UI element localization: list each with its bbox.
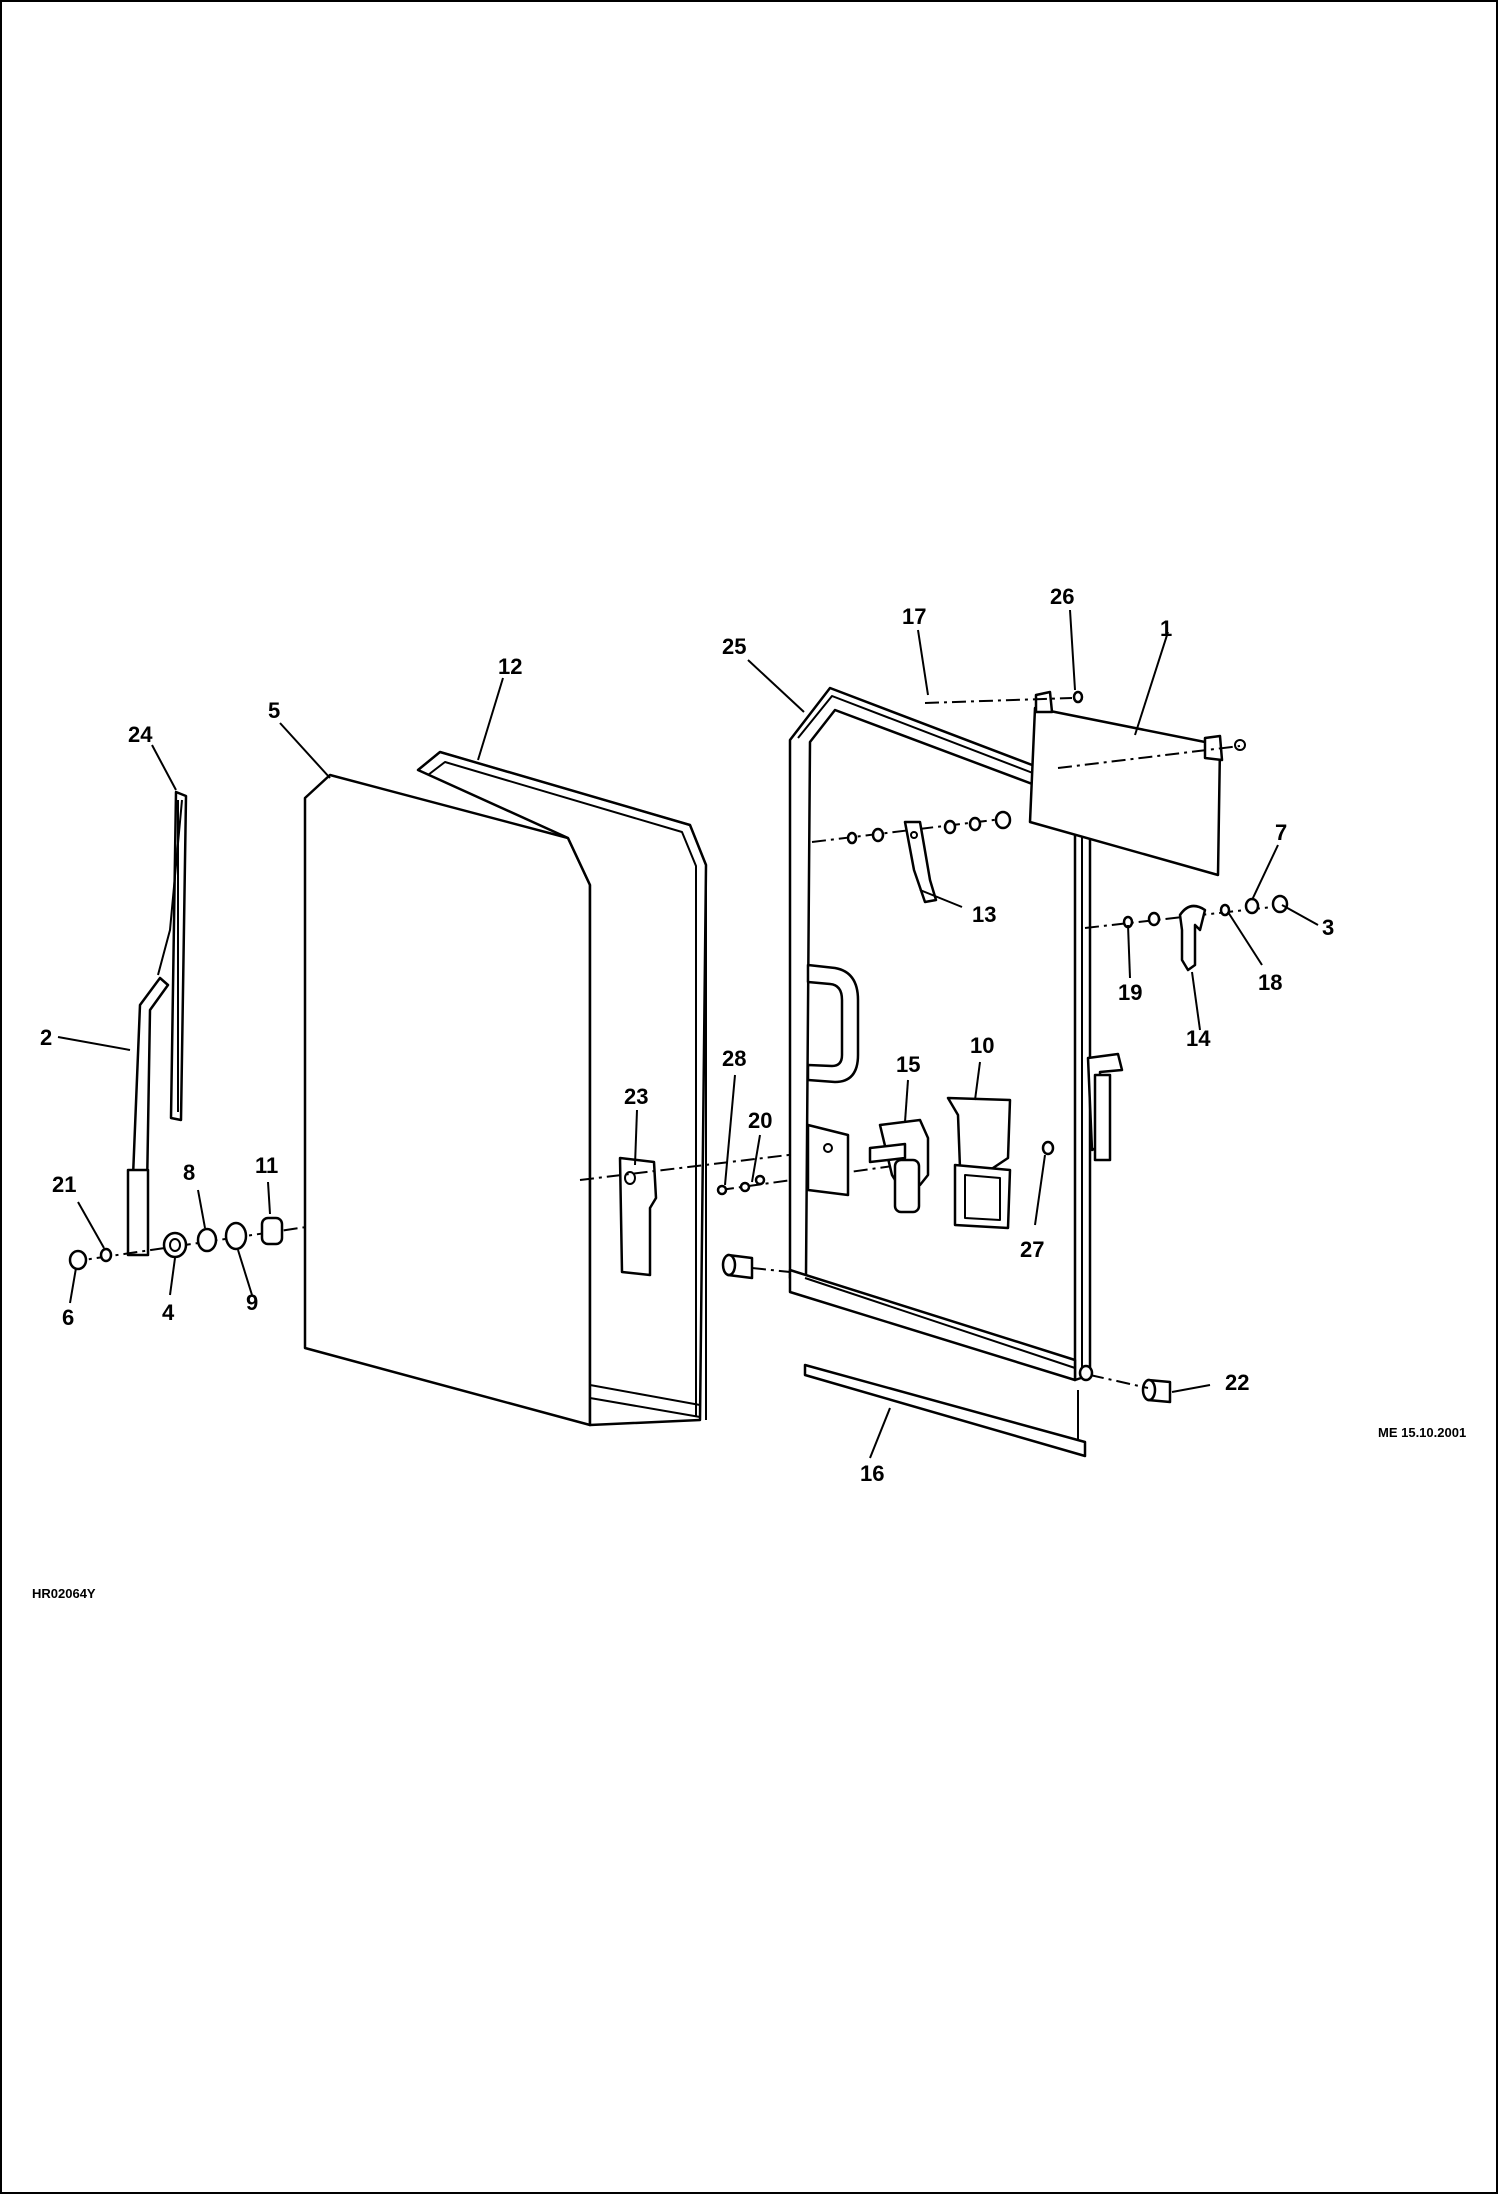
callout-19: 19 (1118, 980, 1142, 1005)
leader-lines (57, 609, 1319, 1459)
grommet-11 (260, 1216, 284, 1246)
callout-22: 22 (1225, 1370, 1249, 1395)
callout-25: 25 (722, 634, 746, 659)
buffer-right-22 (1141, 1378, 1172, 1404)
callout-8: 8 (183, 1160, 195, 1185)
callout-4: 4 (162, 1300, 175, 1325)
bushing-9 (224, 1221, 248, 1251)
callout-15: 15 (896, 1052, 920, 1077)
callout-16: 16 (860, 1461, 884, 1486)
callout-14: 14 (1186, 1026, 1211, 1051)
outer-grab-handle (1086, 1052, 1124, 1162)
callout-21: 21 (52, 1172, 76, 1197)
bolt-27 (1041, 1140, 1055, 1156)
callout-9: 9 (246, 1290, 258, 1315)
callout-10: 10 (970, 1033, 994, 1058)
inner-grab-handle (806, 963, 860, 1084)
upper-latch-13 (903, 820, 938, 904)
callout-1: 1 (1160, 616, 1172, 641)
callout-18: 18 (1258, 970, 1282, 995)
lock-cover-plate (618, 1156, 658, 1277)
hinge-pin (1078, 1364, 1094, 1382)
screws-20-28 (716, 1174, 766, 1196)
callout-11: 11 (255, 1153, 278, 1178)
callout-12: 12 (498, 654, 522, 679)
callout-28: 28 (722, 1046, 746, 1071)
lock-bracket-10 (946, 1096, 1012, 1230)
callout-17: 17 (902, 604, 926, 629)
small-screw-26 (1072, 690, 1084, 704)
upper-lock-parts (846, 810, 1012, 845)
bottom-seal-strip-16 (803, 1363, 1087, 1458)
date-stamp: ME 15.10.2001 (1378, 1425, 1466, 1440)
callout-20: 20 (748, 1108, 772, 1133)
catch-hook-14 (1178, 904, 1207, 972)
sun-shade-panel (1028, 690, 1246, 877)
callout-13: 13 (972, 902, 996, 927)
wiper-arm (126, 976, 170, 1257)
callout-7: 7 (1275, 820, 1287, 845)
callout-5: 5 (268, 698, 280, 723)
lock-body-15 (868, 1118, 930, 1214)
spacer-4 (162, 1231, 188, 1259)
callout-26: 26 (1050, 584, 1074, 609)
washer-21 (99, 1247, 113, 1263)
nut-6 (68, 1249, 88, 1271)
callout-6: 6 (62, 1305, 74, 1330)
buffer-left (721, 1253, 754, 1280)
callout-labels: 1 2 3 4 5 6 7 8 9 10 11 12 13 14 15 16 1… (40, 584, 1334, 1486)
callout-23: 23 (624, 1084, 648, 1109)
callout-3: 3 (1322, 915, 1334, 940)
callout-2: 2 (40, 1025, 52, 1050)
wiper-blade (157, 790, 188, 1122)
callout-24: 24 (128, 722, 153, 747)
lock-mount-plate (806, 1123, 850, 1197)
door-glass (303, 773, 592, 1427)
drawing-code: HR02064Y (32, 1586, 96, 1601)
callout-27: 27 (1020, 1237, 1044, 1262)
washer-8 (196, 1227, 218, 1253)
